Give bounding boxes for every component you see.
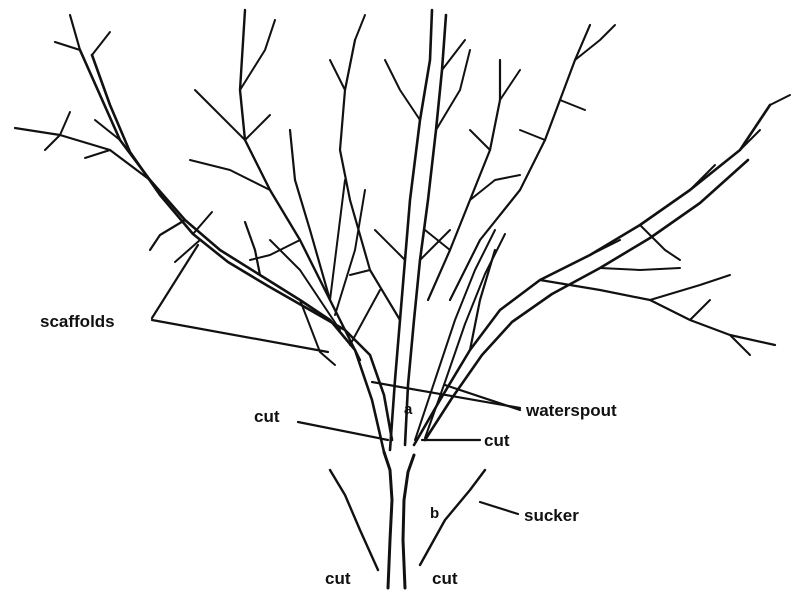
- trunk: [384, 452, 414, 588]
- cut-left-leader: [298, 422, 388, 440]
- label-sucker: sucker: [524, 506, 579, 525]
- label-letter-a: a: [404, 401, 413, 418]
- sucker-leader: [480, 502, 518, 514]
- right-inner-branches: [425, 25, 615, 300]
- left-scaffold: [15, 15, 392, 452]
- label-cut-left: cut: [254, 407, 280, 426]
- label-cut-bottom-left: cut: [325, 569, 351, 588]
- scaffolds-leader-upper: [152, 245, 198, 318]
- label-waterspout: waterspout: [525, 401, 617, 420]
- label-letter-b: b: [430, 505, 439, 522]
- label-scaffolds: scaffolds: [40, 312, 115, 331]
- label-cut-right: cut: [484, 431, 510, 450]
- waterspout-a: [415, 230, 505, 440]
- scaffolds-leader-lower: [152, 320, 328, 352]
- label-cut-bottom-right: cut: [432, 569, 458, 588]
